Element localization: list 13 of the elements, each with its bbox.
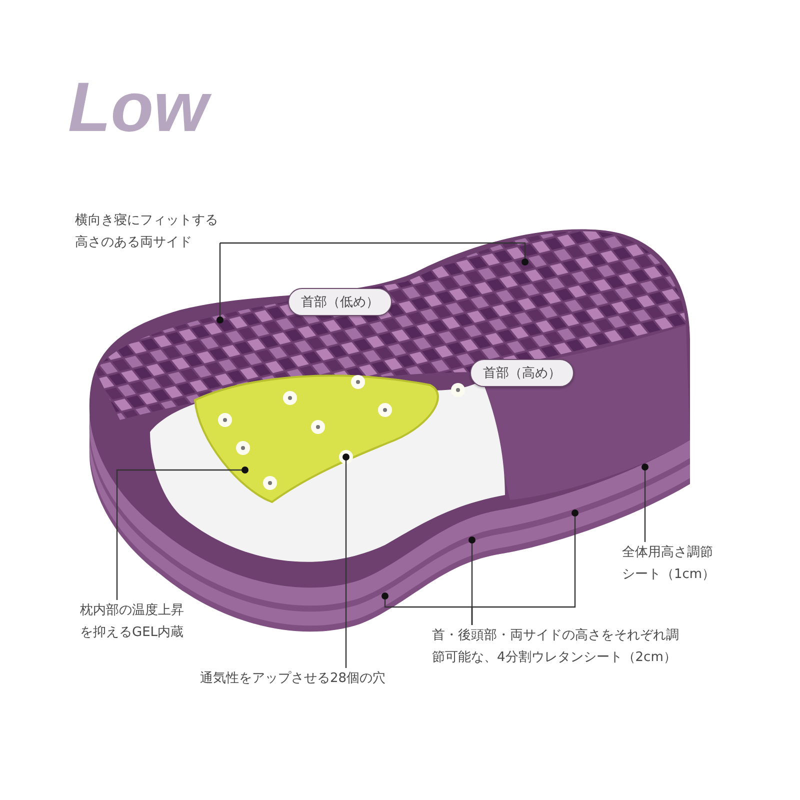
leader-line <box>342 454 350 668</box>
leader-line <box>216 243 224 324</box>
annotation-text: 首・後頭部・両サイドの高さをそれぞれ調節可能な、4分割ウレタンシート（2cm） <box>432 625 680 669</box>
annotation-text: 通気性をアップさせる28個の穴 <box>200 668 386 690</box>
annotation-text: 全体用高さ調節シート（1cm） <box>622 542 718 586</box>
callout-pill: 首部（低め） <box>288 288 392 316</box>
leader-line <box>220 242 528 266</box>
leader-line <box>642 464 648 542</box>
leader-line <box>471 510 578 625</box>
annotation-text: 枕内部の温度上昇を抑えるGEL内蔵 <box>80 600 192 644</box>
callout-pill: 首部（高め） <box>470 359 574 387</box>
leader-line <box>116 466 248 600</box>
annotation-text: 横向き寝にフィットする高さのある両サイド <box>75 210 220 254</box>
